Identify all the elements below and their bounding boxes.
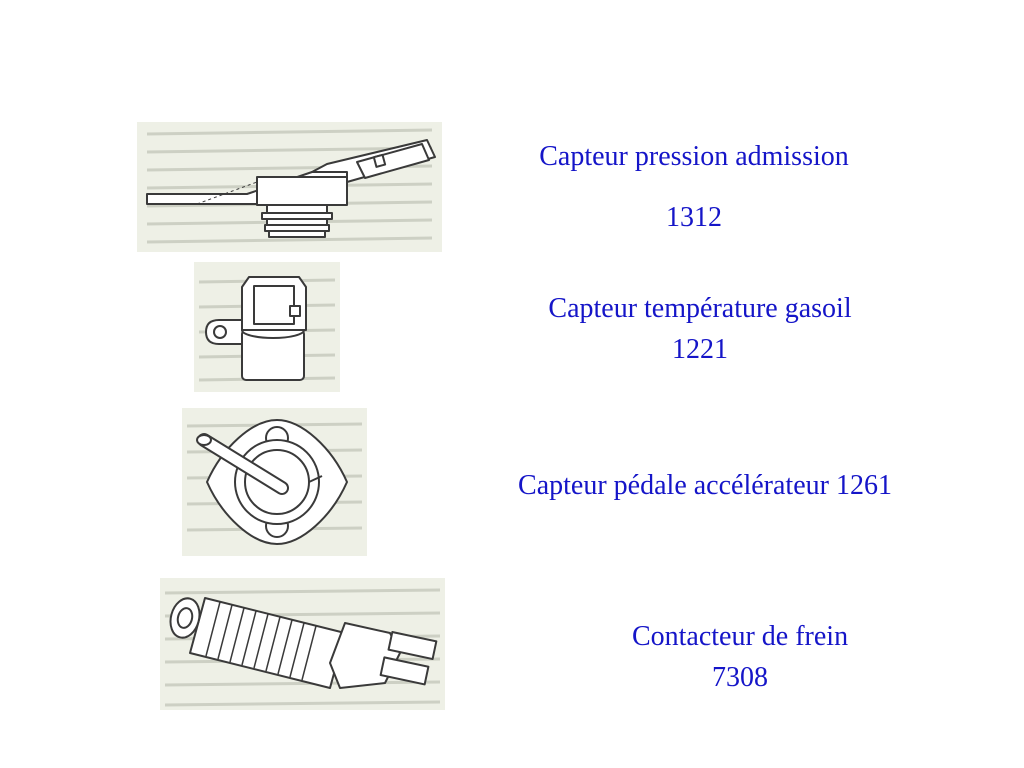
brake-switch-icon [164, 588, 441, 707]
sensor-2-title: Capteur température gasoil [548, 293, 852, 324]
sensor-3-title: Capteur pédale accélérateur 1261 [518, 470, 892, 501]
brake-switch-image [160, 578, 445, 710]
sensor-1-code: 1312 [666, 202, 722, 233]
sensor-4-code: 7308 [712, 662, 768, 693]
sensor-1-title: Capteur pression admission [539, 141, 849, 172]
sensor-2-code: 1221 [672, 334, 728, 365]
pressure-sensor-icon [146, 128, 436, 244]
pedal-sensor-image [182, 408, 367, 556]
pressure-sensor-image [137, 122, 442, 252]
temperature-sensor-icon [198, 276, 336, 382]
temperature-sensor-image [194, 262, 340, 392]
pedal-sensor-icon [186, 419, 363, 545]
sensor-4-title: Contacteur de frein [631, 621, 849, 652]
